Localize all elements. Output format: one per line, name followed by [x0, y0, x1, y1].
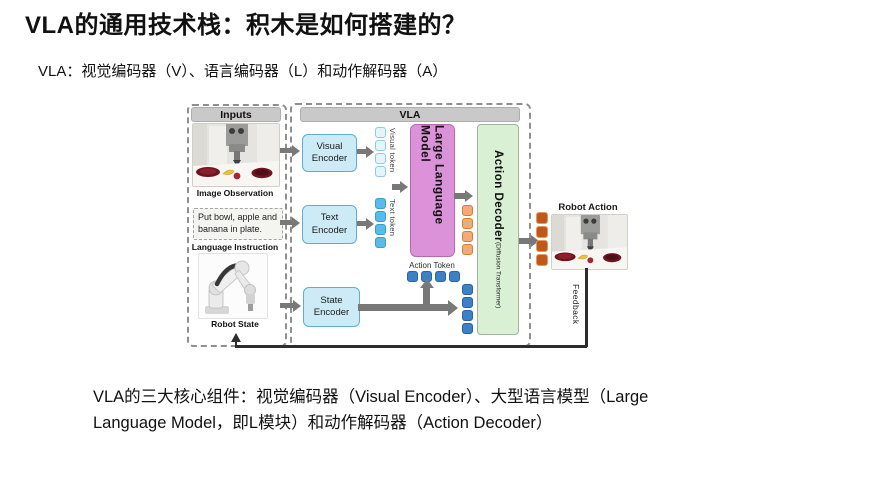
- token-square: [462, 310, 473, 321]
- token-square: [462, 218, 473, 229]
- arrow-state-to-state-encoder: [280, 303, 293, 308]
- action-decoder-label: Action Decoder: [492, 150, 504, 243]
- output-token-column: [536, 212, 548, 266]
- arrow-visual-encoder-to-tokens: [357, 149, 366, 154]
- llm-output-token-column: [462, 205, 473, 255]
- visual-token-label: Visual token: [388, 128, 397, 173]
- token-square: [375, 211, 386, 222]
- inputs-header: Inputs: [191, 107, 281, 122]
- robot-arm-graphic: [199, 254, 267, 318]
- arrow-llm-to-decoder: [454, 193, 465, 199]
- action-decoder-box: Action Decoder (Diffusion Transformer): [477, 124, 519, 335]
- arrow-tokens-to-llm: [392, 184, 400, 190]
- token-square: [462, 231, 473, 242]
- image-observation-photo: [192, 123, 280, 187]
- language-instruction-label: Language Instruction: [191, 242, 279, 252]
- text-token-label: Text token: [388, 199, 397, 237]
- text-encoder-box: Text Encoder: [302, 205, 357, 244]
- token-square: [375, 224, 386, 235]
- arrow-branch-to-action-tokens: [423, 288, 430, 305]
- token-square: [462, 297, 473, 308]
- robot-action-label: Robot Action: [558, 202, 618, 213]
- footer-summary-text: VLA的三大核心组件：视觉编码器（Visual Encoder）、大型语言模型（…: [93, 388, 649, 433]
- token-square: [407, 271, 418, 282]
- large-language-model-box: Large Language Model: [410, 124, 455, 257]
- token-square: [536, 254, 548, 266]
- text-token-column: [375, 198, 386, 248]
- feedback-line-vertical: [585, 268, 588, 347]
- token-square: [536, 226, 548, 238]
- arrow-state-encoder-to-decoder: [358, 304, 448, 311]
- language-instruction-box: Put bowl, apple and banana in plate.: [193, 208, 283, 240]
- action-token-row: [407, 271, 460, 282]
- feedback-line-horizontal: [235, 345, 587, 348]
- token-square: [462, 205, 473, 216]
- robot-action-photo: [551, 214, 628, 270]
- feedback-label: Feedback: [571, 284, 581, 325]
- arrow-decoder-to-output: [519, 238, 531, 244]
- token-square: [375, 198, 386, 209]
- feedback-line-stub: [234, 341, 237, 346]
- slide-subtitle: VLA：视觉编码器（V）、语言编码器（L）和动作解码器（A）: [38, 63, 448, 80]
- tabletop-scene-graphic: [193, 124, 279, 186]
- token-square: [375, 166, 386, 177]
- feedback-arrowhead: [231, 333, 241, 342]
- action-token-label: Action Token: [409, 261, 455, 270]
- arrow-instruction-to-text-encoder: [280, 220, 292, 225]
- token-square: [449, 271, 460, 282]
- visual-token-column: [375, 127, 386, 177]
- visual-encoder-box: Visual Encoder: [302, 134, 357, 172]
- token-square: [375, 153, 386, 164]
- token-square: [375, 237, 386, 248]
- tabletop-scene-graphic: [552, 215, 627, 269]
- arrow-observation-to-visual-encoder: [280, 148, 292, 153]
- arrow-text-encoder-to-tokens: [357, 221, 366, 226]
- token-square: [462, 244, 473, 255]
- token-square: [536, 212, 548, 224]
- robot-state-label: Robot State: [211, 319, 259, 329]
- token-square: [462, 323, 473, 334]
- token-square: [536, 240, 548, 252]
- decoder-input-token-column: [462, 284, 473, 334]
- robot-state-photo: [198, 253, 268, 319]
- image-observation-label: Image Observation: [196, 188, 274, 198]
- token-square: [435, 271, 446, 282]
- vla-header: VLA: [300, 107, 520, 122]
- token-square: [375, 127, 386, 138]
- token-square: [462, 284, 473, 295]
- action-decoder-sublabel: (Diffusion Transformer): [494, 242, 502, 309]
- slide-title: VLA的通用技术栈：积木是如何搭建的？: [25, 12, 467, 39]
- state-encoder-box: State Encoder: [303, 287, 360, 327]
- token-square: [375, 140, 386, 151]
